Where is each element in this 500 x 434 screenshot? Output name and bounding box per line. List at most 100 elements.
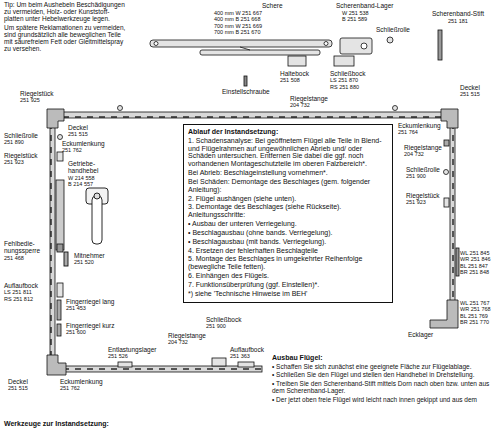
note-text: Tip: Um beim Aushebeln Beschädigungen zu… [4, 1, 128, 22]
part-number: 251 764 [398, 129, 418, 135]
part-name: Schließrolle [4, 132, 38, 139]
box-text: 3. Demontage des Beschlages (siehe Rücks… [188, 203, 388, 219]
box-text: • Ausbau der unteren Verriegelung. [188, 220, 388, 228]
handle [64, 188, 108, 266]
note-text: • Schließen Sie den Flügel und stellen d… [272, 371, 496, 378]
small-parts-top [118, 56, 398, 111]
box-text: 7. Funktionsüberprüfung (ggf. Einstellen… [188, 281, 388, 289]
part-number: WR 251 846 [460, 256, 491, 262]
part-number: WL 251 767 [460, 300, 489, 306]
part-number: RS 251 812 [4, 296, 33, 302]
part-name: Riegelstück [4, 152, 38, 159]
part-number: 400 mm W 251 667 [214, 10, 262, 16]
part-name: Schere [262, 2, 283, 9]
part-name: Eckumlenkung [60, 378, 103, 385]
corner-pieces [47, 109, 459, 375]
part-number: 251 900 [206, 323, 226, 329]
part-name: Schließbock [330, 70, 365, 77]
part-number: WL 251 845 [460, 250, 489, 256]
part-name: Deckel [8, 378, 28, 385]
part-number: W 251 538 [342, 10, 369, 16]
right-parts [444, 140, 450, 207]
part-name: Riegelstange [168, 332, 206, 339]
part-number: B 251 589 [342, 16, 367, 22]
part-number: 251 515 [8, 385, 28, 391]
box-text: 5. Montage des Beschlages in umgekehrter… [188, 255, 388, 271]
part-number: 400 mm B 251 668 [214, 16, 260, 22]
box-text: • Beschlagausbau (ohne bands. Verriegelu… [188, 229, 388, 237]
part-number: 204 732 [290, 102, 310, 108]
part-number: LS 251 870 [330, 77, 358, 83]
part-name: Schließrolle [376, 26, 410, 33]
box-text: Bei Schäden: Demontage des Beschlages (g… [188, 178, 388, 194]
part-name: Fingerriegel kurz [66, 322, 114, 329]
part-name: Riegelstange [290, 95, 328, 102]
section-heading: Ausbau Flügel: [272, 354, 323, 362]
part-name: Haltebock [280, 70, 309, 77]
part-number: BL 251 847 [460, 263, 488, 269]
part-name: Schließrolle [406, 166, 440, 173]
part-name: Deckel [68, 124, 88, 131]
box-text: *) siehe 'Technische Hinweise im BEH' [188, 290, 388, 298]
part-number: BL 251 769 [460, 313, 488, 319]
part-number: 251 600 [66, 329, 86, 335]
frame-bars [50, 112, 455, 372]
part-name: Fehlbedie- nungssperre [4, 240, 42, 254]
part-name: Schließbock [206, 316, 241, 323]
box-text: 2. Flügel aushängen (siehe unten). [188, 195, 388, 203]
part-name: Getriebe- handhebel [68, 160, 108, 174]
part-number: 251 762 [60, 385, 80, 391]
part-number: 204 732 [168, 339, 188, 345]
part-number: 251 762 [62, 147, 82, 153]
part-number: RS 251 880 [330, 84, 359, 90]
note-text: • Schaffen Sie sich zunächst eine geeign… [272, 363, 496, 370]
part-name: Ecklager [408, 331, 433, 338]
box-text: 4. Ersetzen der fehlerhaften Beschlagtei… [188, 247, 388, 255]
band-bearing [340, 30, 442, 60]
note-text: • Der jetzt oben freie Flügel wird leich… [272, 396, 496, 403]
part-number: WR 251 768 [460, 306, 491, 312]
part-name: Scherenband-Stift [432, 10, 484, 17]
part-number: 251 181 [448, 18, 468, 24]
part-name: Eckumlenkung [62, 140, 105, 147]
part-name: Einstellschraube [222, 88, 270, 95]
part-number: 251 526 [108, 353, 128, 359]
part-name: Mitnehmer [74, 252, 105, 259]
part-number: 251 900 [406, 173, 426, 179]
part-name: Riegelstück [20, 90, 54, 97]
part-name: Entlastungslager [108, 346, 156, 353]
part-number: 251 453 [66, 305, 86, 311]
part-name: Deckel [460, 84, 480, 91]
section-heading: Werkzeuge zur Instandsetzung: [4, 420, 109, 428]
part-number: 251 925 [20, 97, 40, 103]
part-number: 251 515 [68, 131, 88, 137]
box-text: • Beschlagausbau (mit bands. Verriegelun… [188, 238, 388, 246]
part-number: W 214 558 [68, 175, 108, 181]
part-number: 251 923 [406, 199, 426, 205]
part-number: 251 923 [4, 159, 24, 165]
part-number: 700 mm W 251 669 [214, 23, 262, 29]
instruction-box: Ablauf der Instandsetzung:1. Schadensana… [183, 124, 393, 303]
note-text: Um spätere Reklamationen zu vermeiden, s… [4, 24, 128, 53]
part-number: 251 890 [4, 139, 24, 145]
left-parts [56, 135, 64, 337]
part-number: 251 508 [280, 77, 300, 83]
part-name: Riegelstange [404, 144, 442, 151]
part-name: Auflaufbock [4, 282, 38, 289]
part-number: LS 251 811 [4, 289, 32, 295]
box-text: Bei Abrieb: Beschlageinstellung vornehme… [188, 169, 388, 177]
part-number: 251 363 [230, 353, 250, 359]
part-name: Auflaufbock [230, 346, 264, 353]
part-number: 251 515 [460, 91, 480, 97]
part-name: Fingerriegel lang [66, 298, 114, 305]
part-name: Scherenband-Lager [336, 2, 393, 9]
part-number: 251 468 [4, 255, 42, 261]
part-name: Eckumlenkung [398, 122, 441, 129]
part-name: Riegelstück [406, 192, 440, 199]
part-number: B 214 557 [68, 181, 108, 187]
box-text: 6. Einhängen des Flügels. [188, 272, 388, 280]
box-heading: Ablauf der Instandsetzung: [188, 128, 388, 136]
part-number: 251 520 [74, 259, 94, 265]
part-number: 700 mm B 251 670 [214, 29, 260, 35]
